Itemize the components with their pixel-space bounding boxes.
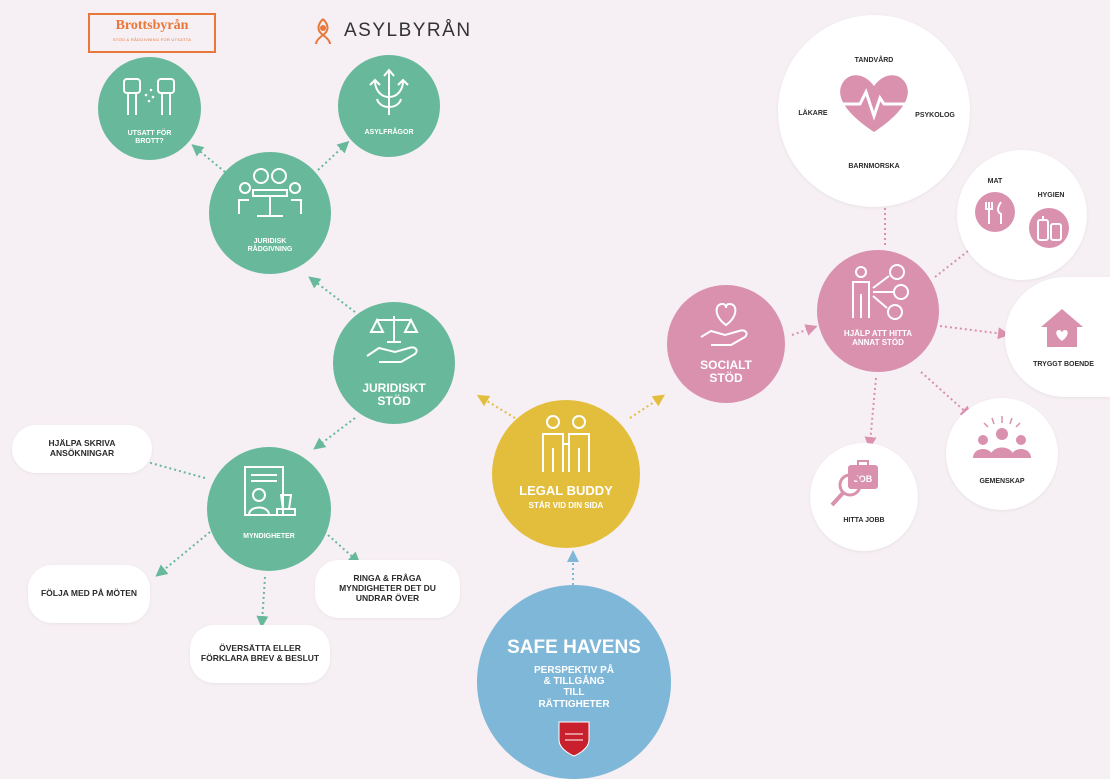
pill-folja-med-pa-moten: FÖLJA MED PÅ MÖTEN (28, 565, 150, 623)
job-text: JOB (854, 474, 873, 484)
tryggt-boende-label: TRYGGT BOENDE (1033, 361, 1094, 368)
meeting-table-icon (238, 168, 302, 217)
node-utsatt-for-brott: UTSATT FÖR BROTT? (98, 57, 201, 160)
brottsbyran-logo: Brottsbyrån STÖD & RÅDGIVNING FÖR UTSATT… (88, 13, 216, 53)
sprouting-plant-icon (369, 68, 409, 115)
node-hitta-jobb: JOB HITTA JOBB (810, 443, 918, 551)
node-juridisk-radgivning: JURIDISK RÅDGIVNING (209, 152, 331, 274)
community-people-icon (973, 416, 1031, 458)
gemenskap-label: GEMENSKAP (979, 478, 1025, 485)
node-safe-havens: SAFE HAVENS PERSPEKTIV PÅ & TILLGÅNG TIL… (477, 585, 671, 779)
mat-label: MAT (987, 178, 1003, 185)
hjalp-att-hitta-label: HJÄLP ATT HITTA ANNAT STÖD (843, 329, 913, 347)
myndigheter-label: MYNDIGHETER (243, 533, 295, 540)
tandvard-label: TANDVÅRD (854, 57, 894, 64)
asylbyran-logo: ASYLBYRÅN (308, 14, 472, 48)
utsatt-label: UTSATT FÖR BROTT? (127, 130, 172, 145)
node-legal-buddy: LEGAL BUDDY STÅR VID DIN SIDA (492, 400, 640, 548)
person-with-services-icon (852, 264, 909, 320)
juridisk-radgivning-label: JURIDISK RÅDGIVNING (247, 238, 293, 253)
hitta-jobb-label: HITTA JOBB (843, 517, 885, 524)
fork-knife-icon (975, 192, 1015, 232)
barnmorska-label: BARNMORSKA (848, 163, 900, 170)
heart-pulse-icon (836, 75, 912, 132)
node-myndigheter: MYNDIGHETER (207, 447, 331, 571)
asylbyran-emblem-icon (315, 18, 331, 45)
pill-hjalpa-skriva-ansokningar: HJÄLPA SKRIVA ANSÖKNINGAR (12, 425, 152, 473)
safe-havens-title: SAFE HAVENS (507, 637, 641, 658)
node-health-services: TANDVÅRD LÄKARE PSYKOLOG BARNMORSKA (778, 15, 970, 207)
raised-fists-icon (123, 78, 175, 115)
pill-ringa-fraga: RINGA & FRÅGA MYNDIGHETER DET DU UNDRAR … (315, 560, 460, 618)
two-people-icon (542, 415, 590, 472)
salvation-army-shield-icon (558, 721, 590, 757)
node-juridiskt-stod: JURIDISKT STÖD (333, 302, 455, 424)
heart-in-hand-icon (700, 303, 748, 346)
node-mat-hygien: MAT HYGIEN (957, 150, 1087, 280)
node-gemenskap: GEMENSKAP (946, 398, 1058, 510)
node-asylfragor: ASYLFRÅGOR (338, 55, 440, 157)
legal-buddy-subtitle: STÅR VID DIN SIDA (528, 501, 604, 510)
official-document-stamp-icon (244, 466, 296, 516)
psykolog-label: PSYKOLOG (915, 112, 955, 119)
legal-buddy-title: LEGAL BUDDY (519, 483, 613, 498)
lakare-label: LÄKARE (798, 110, 828, 117)
node-socialt-stod: SOCIALT STÖD (667, 285, 785, 403)
hygien-label: HYGIEN (1037, 192, 1065, 199)
scales-in-hand-icon (366, 316, 419, 363)
house-heart-icon (1041, 309, 1083, 347)
node-hjalp-att-hitta-annat-stod: HJÄLP ATT HITTA ANNAT STÖD (817, 250, 939, 372)
socialt-stod-label: SOCIALT STÖD (700, 358, 752, 386)
job-search-magnifier-icon: JOB (830, 460, 878, 507)
juridiskt-stod-label: JURIDISKT STÖD (362, 381, 426, 409)
pill-oversatta-forklara: ÖVERSÄTTA ELLER FÖRKLARA BREV & BESLUT (190, 625, 330, 683)
hygiene-products-icon (1029, 208, 1069, 248)
safe-havens-subtitle: PERSPEKTIV PÅ & TILLGÅNG TILL RÄTTIGHETE… (533, 665, 615, 710)
asylfragor-label: ASYLFRÅGOR (364, 129, 414, 136)
node-tryggt-boende: TRYGGT BOENDE (1005, 277, 1110, 397)
